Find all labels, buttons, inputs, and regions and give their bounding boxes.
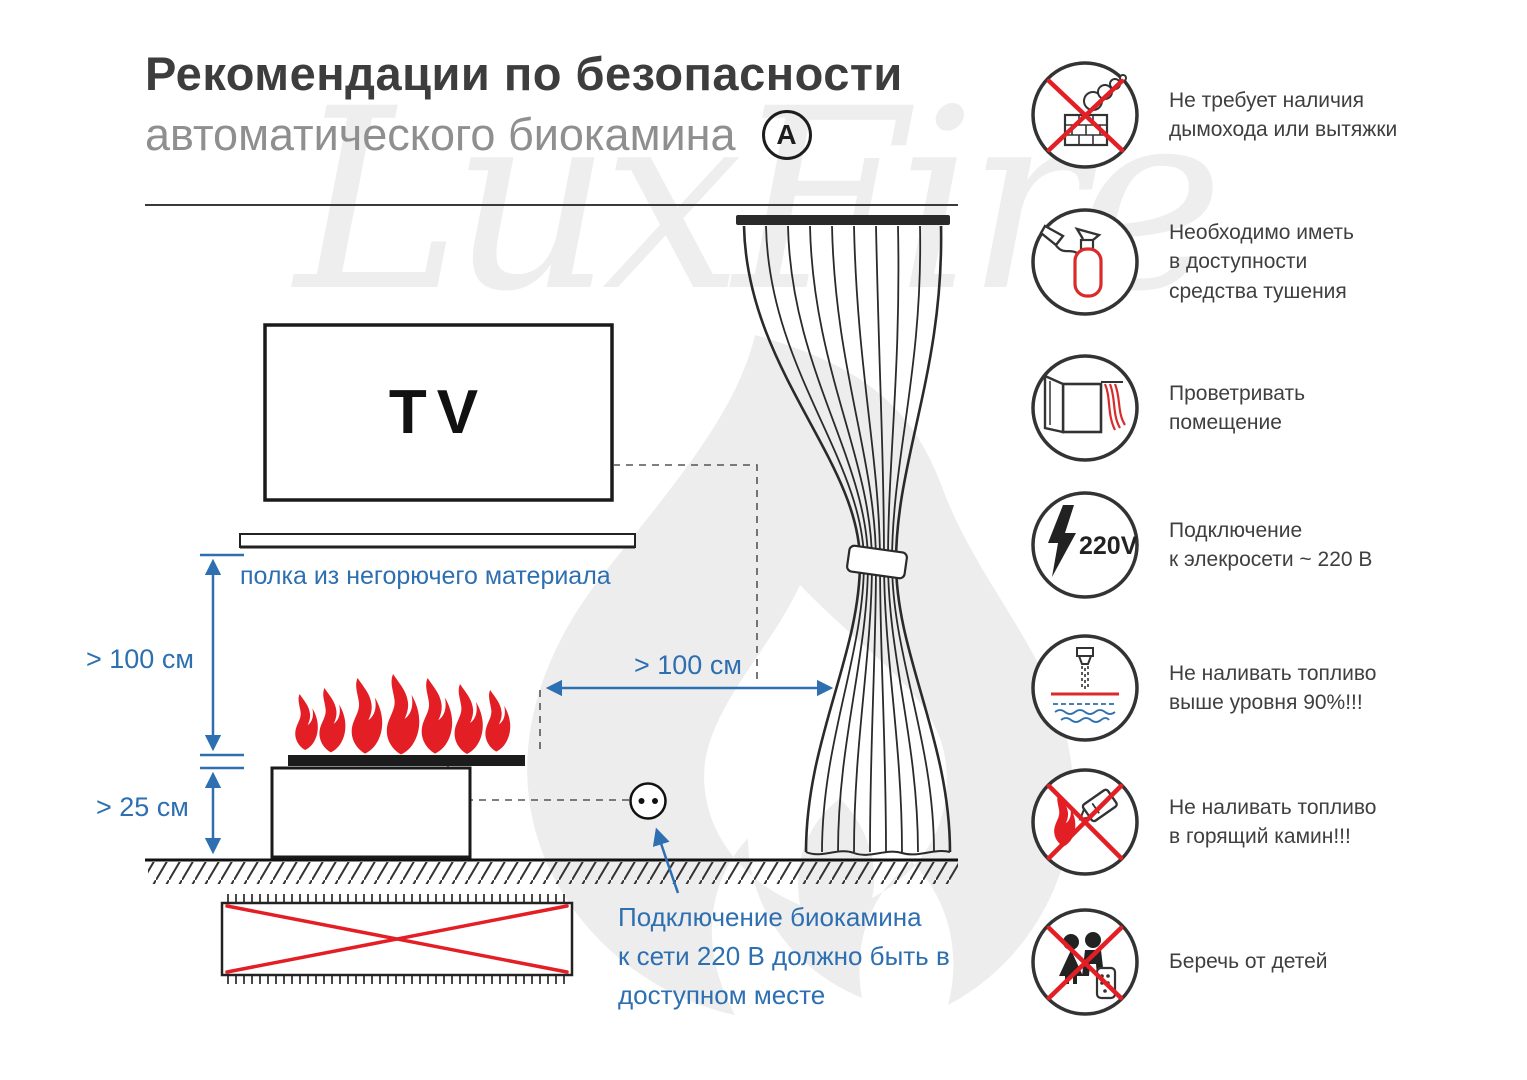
safety-item-fuel-level: Не наливать топливо выше уровня 90%!!! — [1029, 632, 1499, 744]
safety-item-text: Не наливать топливо в горящий камин!!! — [1169, 795, 1377, 848]
safety-list: Не требует наличия дымохода или вытяжки … — [1029, 0, 1499, 1080]
safety-item-ventilation: Проветривать помещение — [1029, 352, 1499, 464]
type-a-badge: A — [761, 109, 812, 160]
voltage-label: 220V — [1079, 532, 1138, 560]
safety-item-text: Проветривать помещение — [1169, 381, 1306, 434]
keep-away-children-icon — [1031, 908, 1139, 1016]
fire-extinguisher-icon — [1031, 208, 1139, 316]
safety-item-power: 220V Подключение к элекросети ~ 220 В — [1029, 489, 1499, 601]
safety-item-text: Не требует наличия дымохода или вытяжки — [1169, 88, 1398, 141]
ventilation-icon — [1031, 354, 1139, 462]
safety-item-extinguisher: Необходимо иметь в доступности средства … — [1029, 206, 1499, 318]
connection-dashed-lines — [447, 464, 758, 801]
no-chimney-icon — [1031, 61, 1139, 169]
dimension-arrows — [200, 553, 834, 855]
tv-outline — [263, 323, 614, 502]
shelf-label: полка из негорючего материала — [240, 562, 611, 590]
curtain — [736, 215, 952, 856]
shelf — [239, 533, 636, 549]
safety-item-text: Необходимо иметь в доступности средства … — [1169, 220, 1354, 303]
safety-item-text: Подключение к элекросети ~ 220 В — [1169, 518, 1373, 571]
tv-label: TV — [388, 378, 489, 447]
outlet-note: Подключение биокамина к сети 220 В должн… — [618, 902, 950, 1010]
curtain-rod — [736, 215, 950, 225]
safety-item-no-chimney: Не требует наличия дымохода или вытяжки — [1029, 59, 1499, 171]
no-refill-burning-icon — [1031, 768, 1139, 876]
safety-item-no-refill: Не наливать топливо в горящий камин!!! — [1029, 766, 1499, 878]
page-subtitle: автоматического биокамина — [145, 108, 736, 160]
title-block: Рекомендации по безопасности автоматичес… — [145, 48, 903, 160]
safety-item-children: Беречь от детей — [1029, 906, 1499, 1018]
flames — [295, 674, 511, 755]
power-outlet — [629, 782, 667, 820]
red-cross — [225, 904, 569, 974]
floor — [145, 858, 958, 884]
dimension-label-shelf: > 100 см — [86, 644, 194, 674]
page-title: Рекомендации по безопасности — [145, 47, 903, 100]
power-220v-icon: 220V — [1031, 491, 1139, 599]
fireplace — [270, 674, 525, 859]
carpet-forbidden — [220, 894, 574, 984]
safety-item-text: Беречь от детей — [1169, 950, 1328, 974]
curtain-tie-band — [846, 544, 908, 580]
dimension-label-curtain: > 100 см — [634, 650, 742, 680]
burner-strip — [288, 755, 525, 766]
fuel-level-icon — [1031, 634, 1139, 742]
safety-item-text: Не наливать топливо выше уровня 90%!!! — [1169, 661, 1377, 714]
note-arrow — [652, 827, 680, 894]
dimension-label-cabinet: > 25 см — [96, 792, 189, 822]
fireplace-cabinet — [270, 766, 472, 859]
